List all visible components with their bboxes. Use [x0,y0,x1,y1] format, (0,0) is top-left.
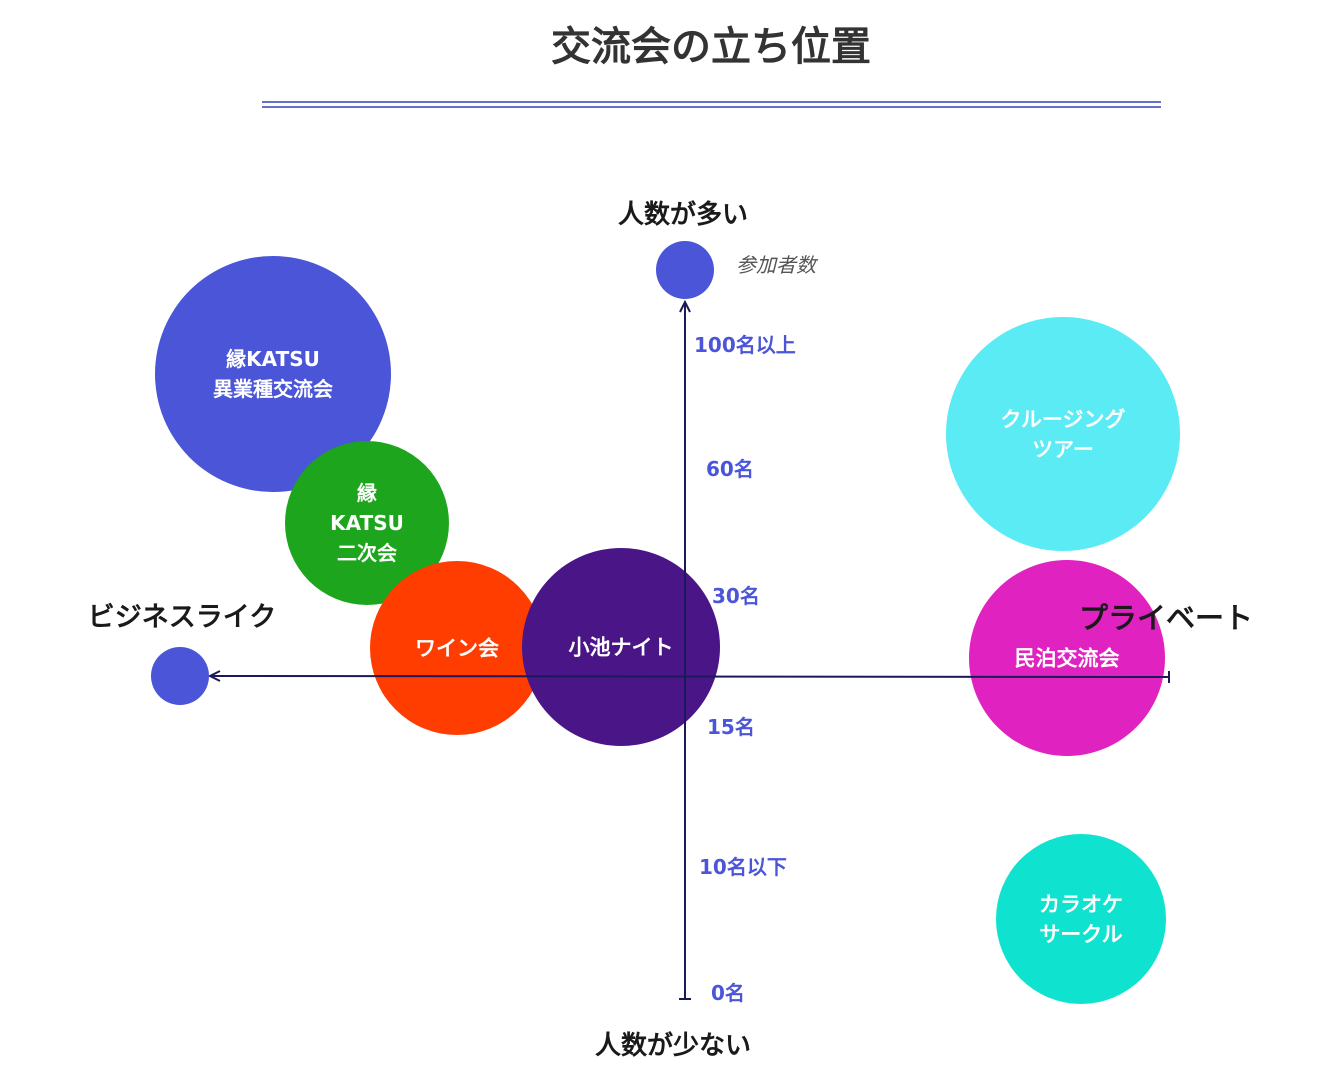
y-tick-label-5: 10名以下 [699,855,787,879]
bubble-6-label-line-1: 民泊交流会 [1015,647,1120,671]
bubble-1 [155,256,391,492]
y-tick-label-3: 30名 [712,584,760,608]
bubble-5 [946,317,1180,551]
y-tick-labels: 100名以上 60名 30名 15名 10名以下 0名 [694,333,796,1005]
x-axis-left-label: ビジネスライク [88,602,276,633]
bubble-3 [370,561,544,735]
bubble-6 [969,560,1165,756]
chart-title: 交流会の立ち位置 [551,24,871,70]
x-axis-line [209,675,1170,678]
y-tick-label-2: 60名 [706,457,754,481]
bubble-1-label-line-2: 異業種交流会 [213,377,333,401]
legend-label: 参加者数 [736,253,819,277]
x-axis-right-label: プライベート [1079,601,1253,635]
bubble-4 [522,548,720,746]
bubble-4-label-line-1: 小池ナイト [569,636,674,660]
y-axis-bottom-label: 人数が少ない [595,1030,751,1061]
bubble-5-label-line-2: ツアー [1032,438,1094,462]
bubble-7 [996,834,1166,1004]
y-axis-arrow [679,299,691,313]
bubble-3-label-line-1: ワイン会 [415,637,499,661]
y-tick-label-4: 15名 [707,715,755,739]
legend-marker [656,241,714,299]
axes [151,299,1170,1000]
bubbles-group: 縁KATSU異業種交流会縁KATSU二次会ワイン会小池ナイトクルージングツアー民… [155,256,1180,1004]
bubble-2-label-line-1: 縁 [357,481,377,505]
x-axis-arrow [207,670,221,682]
bubble-2-label-line-2: KATSU [330,511,404,535]
bubble-5-label-line-1: クルージング [1001,408,1126,432]
bubble-7-label-line-2: サークル [1039,923,1122,947]
y-tick-label-6: 0名 [711,981,745,1005]
bubble-2-label-line-3: 二次会 [337,541,397,565]
x-axis-left-marker [151,647,209,705]
y-tick-label-1: 100名以上 [694,333,796,357]
bubble-2 [285,441,449,605]
bubble-7-label-line-1: カラオケ [1039,893,1123,917]
y-axis-top-label: 人数が多い [618,199,748,230]
bubble-1-label-line-1: 縁KATSU [226,347,320,371]
